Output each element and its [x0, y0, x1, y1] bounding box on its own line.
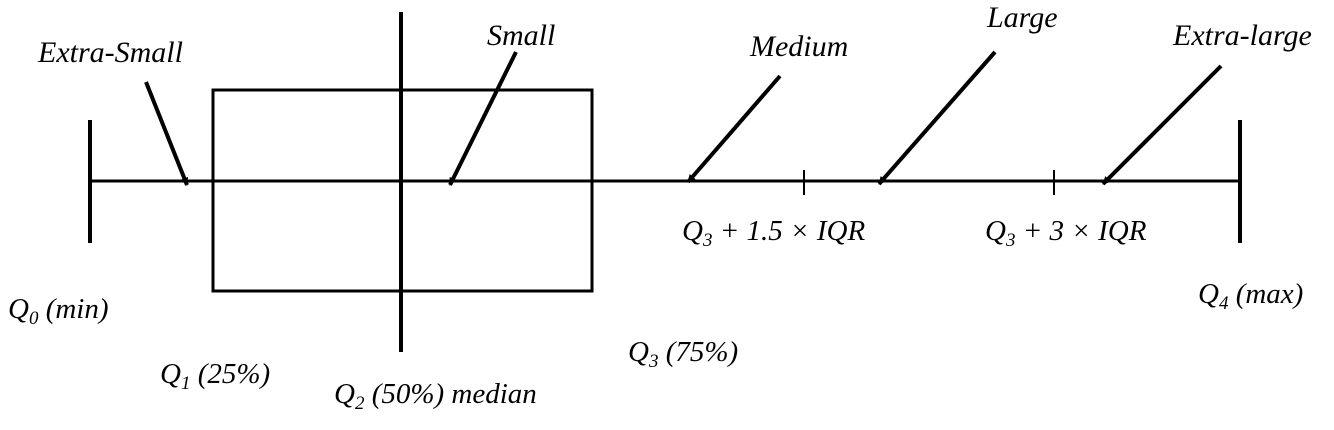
label-q3-rest: (75%)	[658, 336, 738, 368]
arrow-extra-small	[144, 81, 189, 186]
label-q3-q: Q	[628, 336, 649, 368]
label-q2-sub: 2	[355, 393, 365, 414]
label-q1-q: Q	[160, 358, 181, 390]
label-q1-rest: (25%)	[190, 358, 270, 390]
label-extra-small: Extra-Small	[37, 36, 183, 69]
label-q4-max: Q4 (max)	[1198, 278, 1303, 314]
label-q2-rest: (50%) median	[364, 378, 536, 410]
label-q3-plus-3-iqr-sub: 3	[1005, 230, 1016, 251]
label-q3-sub: 3	[648, 351, 659, 372]
arrow-extra-large	[1101, 64, 1223, 186]
label-q3-75: Q3 (75%)	[628, 336, 738, 372]
label-q3-plus-3-iqr-q: Q	[985, 215, 1006, 247]
label-q0-sub: 0	[29, 308, 39, 329]
label-small: Small	[487, 19, 555, 52]
label-q3-plus-1p5-iqr-sub: 3	[702, 230, 713, 251]
label-q3-plus-3-iqr: Q3 + 3 × IQR	[985, 215, 1147, 251]
label-q1-25: Q1 (25%)	[160, 358, 270, 394]
arrow-medium	[686, 74, 782, 184]
label-q0-rest: (min)	[38, 293, 108, 325]
label-q2-median: Q2 (50%) median	[334, 378, 537, 414]
label-q3-plus-1p5-iqr-q: Q	[682, 215, 703, 247]
label-q1-sub: 1	[181, 373, 191, 394]
label-q3-plus-1p5-iqr: Q3 + 1.5 × IQR	[682, 215, 865, 251]
label-q4-rest: (max)	[1228, 278, 1303, 310]
arrow-large	[877, 50, 997, 186]
label-extra-large: Extra-large	[1172, 19, 1312, 52]
label-q3-plus-3-iqr-rest: + 3 × IQR	[1015, 215, 1146, 247]
label-q0-min: Q0 (min)	[8, 293, 109, 329]
label-q2-q: Q	[334, 378, 355, 410]
label-q0-q: Q	[8, 293, 29, 325]
arrow-small	[448, 51, 518, 186]
label-q3-plus-1p5-iqr-rest: + 1.5 × IQR	[712, 215, 865, 247]
label-q4-sub: 4	[1219, 293, 1229, 314]
label-medium: Medium	[749, 30, 848, 63]
label-q4-q: Q	[1198, 278, 1219, 310]
label-large: Large	[986, 1, 1058, 34]
